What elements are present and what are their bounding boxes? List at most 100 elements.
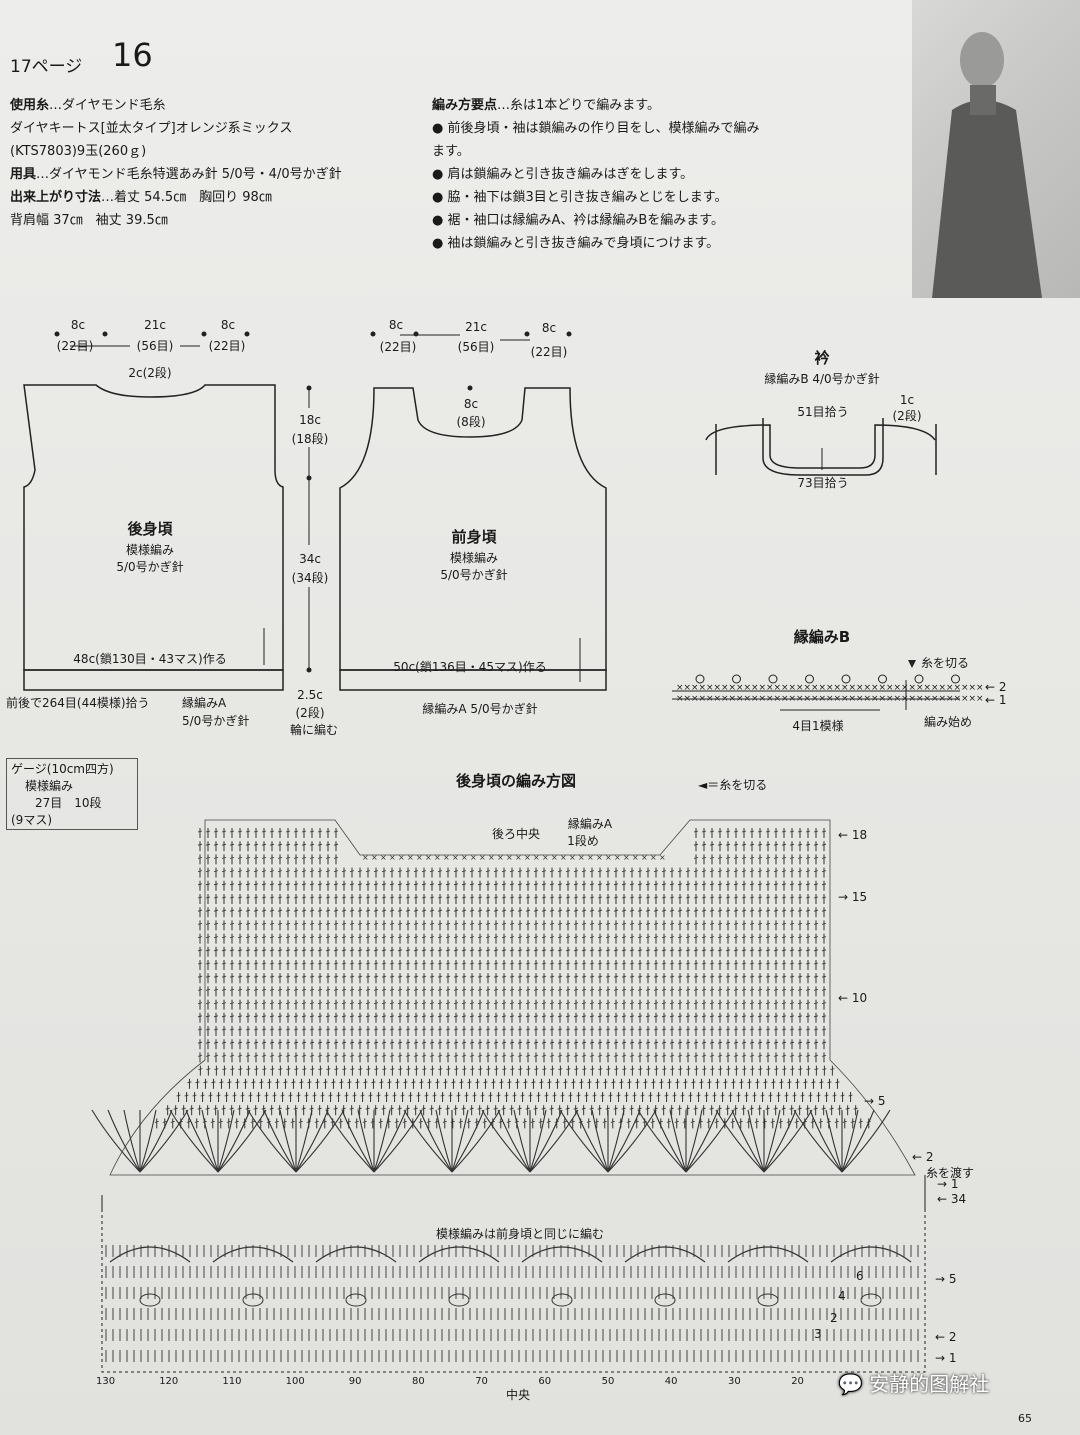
model-illustration — [932, 32, 1042, 298]
dc-stitch-bar — [493, 1002, 499, 1004]
dc-stitch-bar — [213, 1028, 219, 1031]
dc-stitch-bar — [213, 830, 219, 833]
dc-stitch-bar — [757, 936, 763, 938]
dc-stitch-bar — [725, 857, 731, 859]
dc-stitch-bar — [381, 909, 387, 912]
edge-b-sc-row2: × — [819, 683, 827, 693]
dc-stitch-bar — [701, 1107, 706, 1110]
dc-stitch-bar — [461, 936, 467, 938]
dc-stitch-bar — [426, 1121, 431, 1123]
dc-stitch-bar — [243, 1081, 248, 1084]
dc-stitch-bar — [589, 883, 595, 886]
dc-stitch-bar — [605, 975, 611, 978]
dc-stitch-bar — [294, 1068, 299, 1070]
dc-stitch-bar — [389, 1055, 395, 1057]
dc-stitch-bar — [381, 923, 387, 925]
fan-stitch — [295, 1109, 313, 1173]
dc-stitch-bar — [461, 1041, 467, 1044]
dc-stitch-bar — [645, 1028, 651, 1031]
dc-stitch-bar — [821, 896, 827, 899]
dc-stitch-bar — [805, 883, 811, 886]
sc-stitch: × — [461, 853, 468, 862]
dc-stitch-bar — [325, 870, 331, 872]
dc-stitch-bar — [197, 1002, 203, 1004]
dc-stitch-bar — [354, 1121, 359, 1123]
dc-stitch-bar — [453, 1107, 458, 1110]
dc-stitch-bar — [573, 1028, 579, 1031]
dc-stitch-bar — [341, 1028, 347, 1031]
dc-stitch-bar — [621, 1028, 627, 1031]
dc-stitch-bar — [349, 1015, 355, 1018]
dc-stitch-bar — [469, 989, 475, 991]
dc-stitch-bar — [221, 1055, 227, 1057]
dc-stitch-bar — [509, 1041, 515, 1044]
dc-stitch-bar — [237, 843, 243, 846]
sc-stitch: × — [434, 853, 441, 862]
dc-stitch-bar — [381, 1055, 387, 1057]
dc-stitch-bar — [341, 1055, 347, 1057]
dc-stitch-bar — [357, 1041, 363, 1044]
dc-stitch-bar — [358, 1068, 363, 1070]
dc-stitch-bar — [517, 989, 523, 991]
dc-stitch-bar — [645, 870, 651, 872]
edge-b-sc-row2: × — [736, 683, 744, 693]
dc-stitch-bar — [285, 909, 291, 912]
edge-b-sc-row2: × — [939, 683, 947, 693]
dc-stitch-bar — [549, 949, 555, 952]
edge-b-sc-row1: × — [721, 694, 729, 704]
dc-stitch-bar — [261, 1041, 267, 1044]
sc-stitch: × — [632, 853, 639, 862]
dc-stitch-bar — [781, 843, 787, 846]
dc-stitch-bar — [421, 962, 427, 965]
inner-number-6: 6 — [856, 1269, 864, 1283]
dc-stitch-bar — [309, 1028, 315, 1031]
dc-stitch-bar — [397, 962, 403, 965]
picot-stitch — [757, 1293, 779, 1307]
dc-stitch-bar — [693, 870, 699, 872]
dc-stitch-bar — [469, 896, 475, 899]
dc-stitch-bar — [237, 936, 243, 938]
dc-stitch-bar — [685, 1028, 691, 1031]
dc-stitch-bar — [693, 936, 699, 938]
dc-stitch-bar — [677, 989, 683, 991]
fan-stitch — [841, 1109, 859, 1173]
dc-stitch-bar — [789, 975, 795, 978]
dc-stitch-bar — [421, 1041, 427, 1044]
dc-stitch-bar — [253, 909, 259, 912]
points-title-rest: …糸は1本どりで編みます。 — [497, 98, 660, 113]
dc-stitch-bar — [717, 962, 723, 965]
dc-stitch-bar — [571, 1081, 576, 1084]
dc-stitch-bar — [365, 909, 371, 912]
dc-stitch-bar — [693, 975, 699, 978]
axis-tick-label: 80 — [412, 1376, 425, 1387]
side-lower-rows: (2段) — [295, 706, 325, 720]
dc-stitch-bar — [667, 1081, 672, 1084]
dc-stitch-bar — [830, 1068, 835, 1070]
dc-stitch-bar — [573, 923, 579, 925]
back-edging-hook: 5/0号かぎ針 — [182, 714, 250, 728]
dc-stitch-bar — [685, 989, 691, 991]
dc-stitch-bar — [445, 1015, 451, 1018]
edge-b-picot — [732, 674, 741, 684]
dc-stitch-bar — [309, 975, 315, 978]
dc-stitch-bar — [467, 1081, 472, 1084]
dc-stitch-bar — [565, 1028, 571, 1031]
dc-stitch-bar — [614, 1068, 619, 1070]
dc-stitch-bar — [330, 1121, 335, 1123]
dc-stitch-bar — [760, 1094, 765, 1097]
dc-stitch-bar — [213, 936, 219, 938]
edge-b-picot — [805, 674, 814, 684]
dc-stitch-bar — [285, 883, 291, 886]
dc-stitch-bar — [413, 909, 419, 912]
dc-stitch-bar — [621, 909, 627, 912]
dc-stitch-bar — [485, 949, 491, 952]
dc-stitch-bar — [269, 962, 275, 965]
axis-tick-label: 130 — [96, 1376, 116, 1387]
dc-stitch-bar — [549, 1041, 555, 1044]
dc-stitch-bar — [522, 1121, 527, 1123]
sc-stitch: × — [587, 853, 594, 862]
dc-stitch-bar — [813, 1028, 819, 1031]
dc-stitch-bar — [597, 923, 603, 925]
dc-stitch-bar — [205, 896, 211, 899]
